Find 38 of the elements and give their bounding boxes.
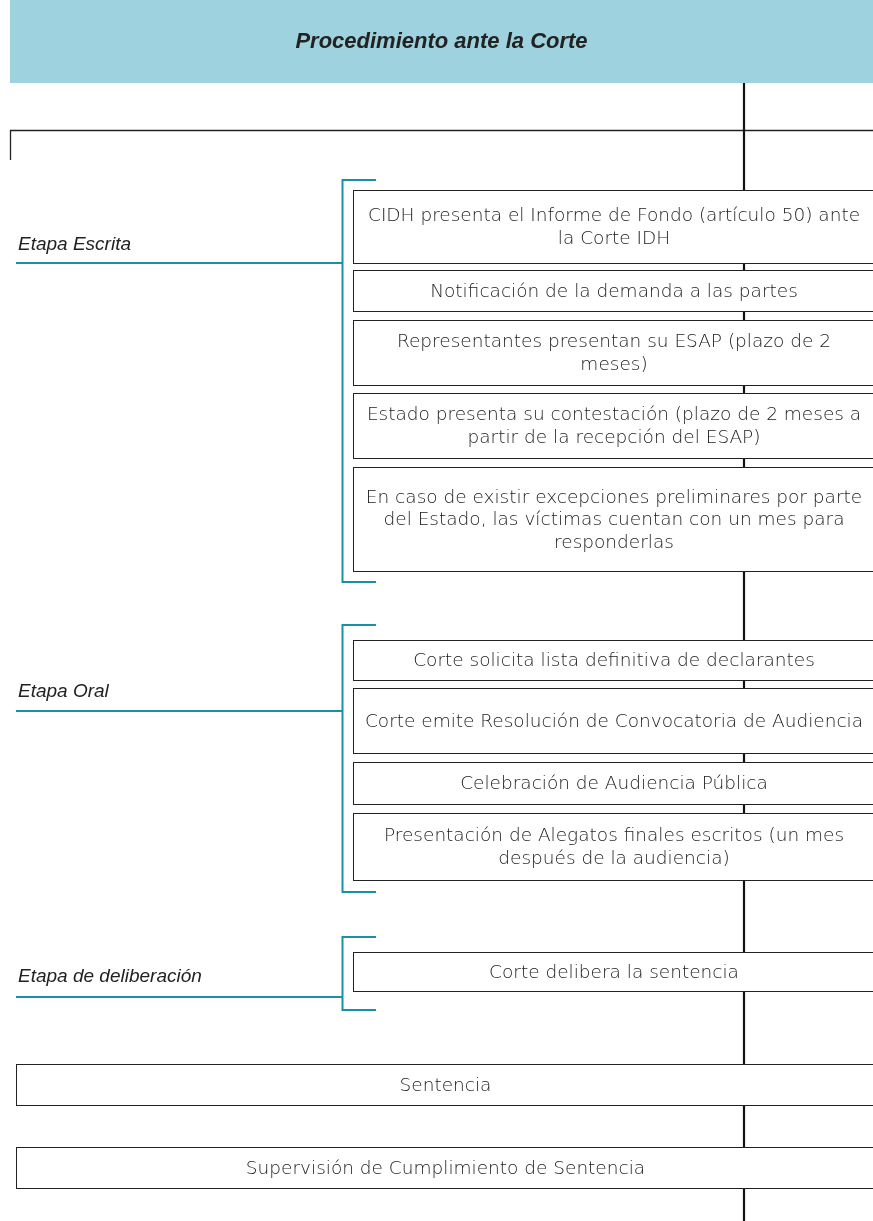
- step-text: Corte delibera la sentencia: [489, 960, 739, 984]
- connector-line: [742, 681, 746, 688]
- process-box: [353, 952, 873, 992]
- process-box: [353, 640, 873, 681]
- step-text: Estado presenta su contestación (plazo de 2 meses a partir de la recepción del ESAP): [365, 403, 863, 449]
- process-box: [353, 190, 873, 264]
- step-text: Sentencia: [399, 1073, 492, 1097]
- connector-line: [742, 83, 746, 190]
- step-text: En caso de existir excepciones preliminares por parte del Estado, las víctimas cuentan con un mes para responderlas: [364, 485, 864, 554]
- step-text: Corte solicita lista definitiva de declarantes: [413, 649, 815, 672]
- process-box: [353, 320, 873, 386]
- step-text: Presentación de Alegatos finales escritos (un mes después de la audiencia): [382, 824, 846, 870]
- step-text: Supervisión de Cumplimiento de Sentencia: [245, 1156, 646, 1180]
- process-box: [353, 813, 873, 881]
- process-box: [353, 467, 873, 572]
- stage-label: Etapa Oral: [18, 680, 109, 702]
- step-text: CIDH presenta el Informe de Fondo (artículo 50) ante la Corte IDH: [367, 204, 861, 250]
- process-box: [353, 270, 873, 312]
- step-text: Notificación de la demanda a las partes: [430, 279, 798, 303]
- process-box: [353, 688, 873, 754]
- connector-line: [742, 881, 746, 952]
- connector-line: [742, 1189, 746, 1221]
- connector-line: [742, 386, 746, 393]
- connector-line: [742, 264, 746, 270]
- process-box: [353, 393, 873, 459]
- title-text: Procedimiento ante la Corte: [295, 28, 588, 55]
- stage-label: Etapa Escrita: [18, 233, 131, 255]
- connector-line: [742, 1106, 746, 1147]
- connector-line: [742, 992, 746, 1064]
- connector-line: [742, 572, 746, 640]
- process-box: [16, 1147, 873, 1189]
- step-text: Representantes presentan su ESAP (plazo de 2 meses): [395, 330, 832, 376]
- step-text: Celebración de Audiencia Pública: [460, 772, 768, 795]
- title-band: [10, 0, 873, 83]
- process-box: [16, 1064, 873, 1106]
- stage-label: Etapa de deliberación: [18, 965, 202, 987]
- step-text: Corte emite Resolución de Convocatoria de Audiencia: [364, 709, 864, 733]
- process-box: [353, 762, 873, 805]
